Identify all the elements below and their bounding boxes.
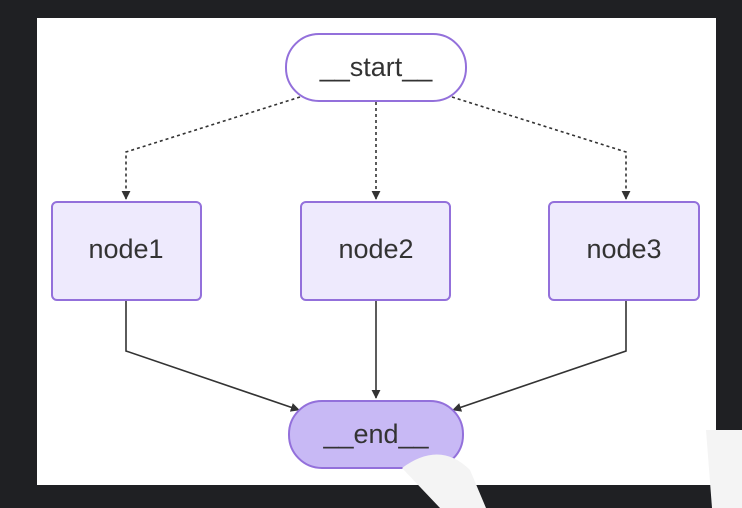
start-node-label: __start__ (319, 52, 434, 82)
node3-label: node3 (586, 234, 661, 264)
node2-label: node2 (338, 234, 413, 264)
node2-box: node2 (300, 201, 451, 301)
edge-start-node1 (121, 96, 301, 200)
node3-box: node3 (548, 201, 700, 301)
corner-overlay-right (706, 430, 742, 508)
corner-overlay-left (402, 454, 486, 508)
edge-node3-end (452, 300, 627, 412)
start-node: __start__ (285, 33, 467, 102)
node1-label: node1 (88, 234, 163, 264)
node1-box: node1 (51, 201, 202, 301)
edge-start-node3 (451, 96, 631, 200)
edge-node1-end (125, 300, 300, 412)
end-node-label: __end__ (322, 419, 429, 449)
end-node: __end__ (288, 400, 464, 469)
